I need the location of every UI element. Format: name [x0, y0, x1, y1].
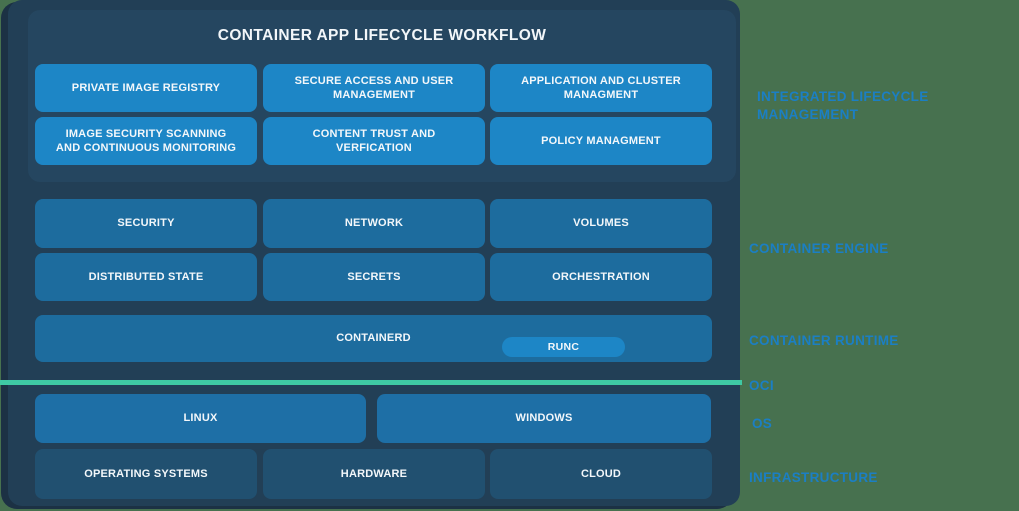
box-operating-systems: OPERATING SYSTEMS — [35, 449, 257, 499]
main-panel: CONTAINER APP LIFECYCLE WORKFLOW PRIVATE… — [8, 0, 740, 506]
box-distributed-state: DISTRIBUTED STATE — [35, 253, 257, 301]
box-windows: WINDOWS — [377, 394, 711, 443]
box-runc: RUNC — [502, 337, 625, 357]
label-oci: OCI — [749, 378, 774, 393]
box-cloud: CLOUD — [490, 449, 712, 499]
box-security: SECURITY — [35, 199, 257, 248]
label-os: OS — [752, 416, 773, 431]
diagram-title: CONTAINER APP LIFECYCLE WORKFLOW — [217, 27, 547, 44]
box-linux: LINUX — [35, 394, 366, 443]
containerd-label: CONTAINERD — [336, 332, 411, 345]
box-image-security-scanning: IMAGE SECURITY SCANNING AND CONTINUOUS M… — [35, 117, 257, 165]
label-container-runtime: CONTAINER RUNTIME — [749, 333, 899, 348]
label-integrated-lifecycle-management: INTEGRATED LIFECYCLE MANAGEMENT — [757, 89, 929, 123]
box-content-trust-verification: CONTENT TRUST AND VERFICATION — [263, 117, 485, 165]
box-policy-management: POLICY MANAGMENT — [490, 117, 712, 165]
box-volumes: VOLUMES — [490, 199, 712, 248]
box-application-cluster-management: APPLICATION AND CLUSTER MANAGMENT — [490, 64, 712, 112]
oci-separator-line — [0, 380, 742, 385]
label-container-engine: CONTAINER ENGINE — [749, 241, 889, 256]
box-hardware: HARDWARE — [263, 449, 485, 499]
box-orchestration: ORCHESTRATION — [490, 253, 712, 301]
box-private-image-registry: PRIVATE IMAGE REGISTRY — [35, 64, 257, 112]
box-secure-access-user-management: SECURE ACCESS AND USER MANAGEMENT — [263, 64, 485, 112]
box-network: NETWORK — [263, 199, 485, 248]
box-secrets: SECRETS — [263, 253, 485, 301]
label-infrastructure: INFRASTRUCTURE — [749, 470, 878, 485]
